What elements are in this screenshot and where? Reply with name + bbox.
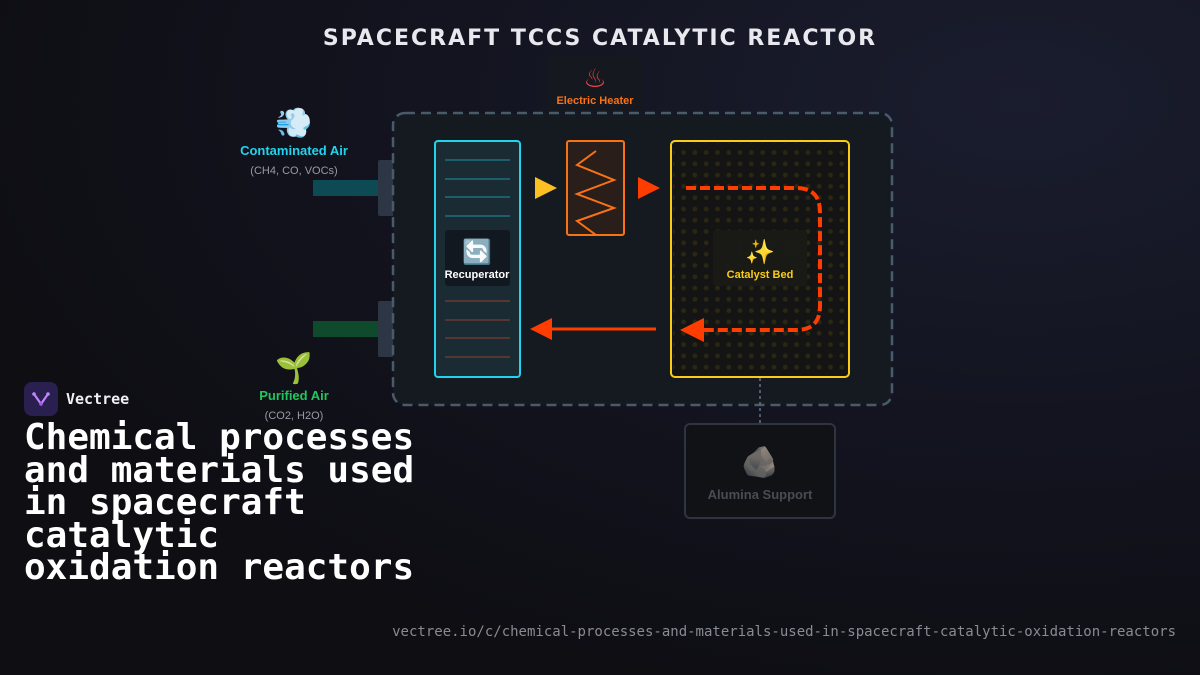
catalyst-bed-label: Catalyst Bed bbox=[727, 269, 794, 281]
flow-arrow-to-heater bbox=[535, 177, 557, 199]
brand: Vectree bbox=[24, 382, 129, 416]
purified-air-label: Purified Air bbox=[259, 388, 329, 403]
brand-name: Vectree bbox=[66, 390, 130, 408]
page-headline: Chemical processes and materials used in… bbox=[24, 417, 415, 588]
seedling-icon: 🌱 bbox=[275, 351, 312, 386]
contaminated-air-species: (CH4, CO, VOCs) bbox=[250, 165, 337, 177]
recuperator-hot-fins bbox=[445, 300, 510, 358]
flow-arrow-to-catalyst bbox=[638, 177, 660, 199]
vectree-logo-icon bbox=[24, 382, 58, 416]
outlet-flange bbox=[378, 301, 394, 357]
sparkles-icon: ✨ bbox=[745, 238, 775, 266]
outlet-pipe bbox=[313, 321, 381, 337]
alumina-support-box bbox=[684, 423, 836, 519]
electric-heater-panel bbox=[548, 56, 642, 112]
electric-heater-label: Electric Heater bbox=[556, 95, 634, 107]
catalyst-flow-arrowhead bbox=[680, 318, 704, 342]
contaminated-air-label: Contaminated Air bbox=[240, 143, 348, 158]
catalyst-label-panel bbox=[713, 230, 807, 286]
recuperator-label: Recuperator bbox=[445, 269, 511, 281]
diagram-title: SPACECRAFT TCCS CATALYTIC REACTOR bbox=[322, 26, 878, 51]
catalyst-flow-path bbox=[686, 186, 822, 332]
heater-coil bbox=[574, 150, 617, 236]
inlet-flange bbox=[378, 160, 394, 216]
rock-icon: 🪨 bbox=[741, 445, 778, 480]
recuperator-label-panel bbox=[445, 230, 510, 286]
source-url[interactable]: vectree.io/c/chemical-processes-and-mate… bbox=[392, 624, 1176, 640]
recuperator-cold-fins bbox=[445, 159, 510, 217]
counterclockwise-arrows-icon: 🔄 bbox=[462, 238, 492, 266]
inlet-pipe bbox=[313, 180, 381, 196]
dashing-away-icon: 💨 bbox=[275, 106, 312, 141]
return-flow-arrowhead bbox=[530, 318, 552, 340]
hot-springs-icon: ♨ bbox=[583, 64, 606, 94]
purified-air-species: (CO2, H2O) bbox=[265, 410, 324, 422]
alumina-support-label: Alumina Support bbox=[708, 487, 813, 502]
